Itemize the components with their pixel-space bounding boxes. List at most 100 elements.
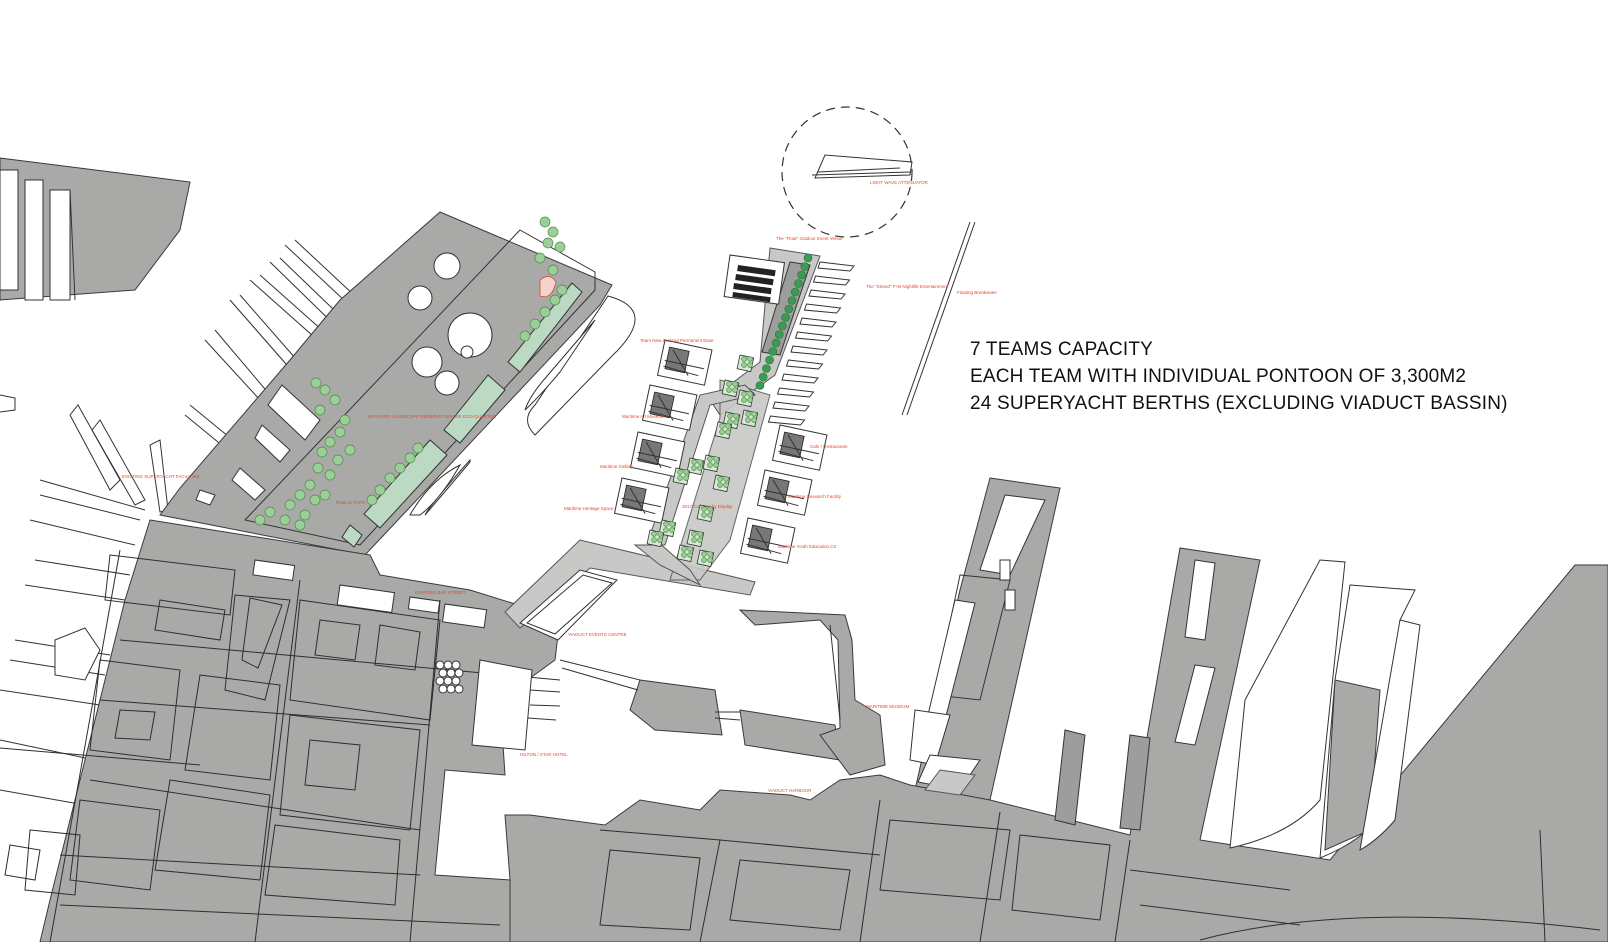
circle-unit: [438, 684, 448, 694]
small-tree: [732, 387, 738, 393]
team-pontoon: [613, 477, 670, 524]
tree: [314, 404, 326, 416]
small-tree: [741, 356, 747, 362]
small-tree: [733, 413, 739, 419]
small-tree: [745, 417, 751, 423]
pier-tree: [803, 253, 813, 263]
small-tree: [677, 475, 683, 481]
circle-unit: [451, 660, 461, 670]
pier-tree: [755, 381, 765, 390]
label-floating-breakwater: Floating Breakwater: [957, 290, 998, 295]
tree: [254, 514, 266, 526]
tree: [284, 499, 296, 511]
label-youth: Maritime Youth Education Ctr: [778, 544, 837, 549]
small-tree: [725, 429, 731, 435]
pier-tree: [781, 313, 790, 322]
superyacht-berth: [767, 415, 806, 426]
caption-line-teams: 7 TEAMS CAPACITY: [970, 339, 1154, 360]
small-tree: [719, 423, 725, 429]
small-tree: [663, 521, 669, 527]
small-tree: [701, 512, 707, 518]
small-tree: [707, 557, 713, 563]
small-tree: [687, 552, 693, 558]
label-nz-base: Team New Zealand Permanent Base: [640, 338, 714, 343]
superyacht-berth: [790, 345, 828, 356]
small-tree: [701, 557, 707, 563]
pontoon-detail: [648, 394, 689, 422]
label-maritime-art: Maritime Art Museum: [622, 414, 665, 419]
small-tree: [707, 506, 713, 512]
small-tree: [723, 482, 729, 488]
superyacht-berth: [781, 373, 819, 384]
tree: [294, 519, 306, 531]
green-squares: [646, 354, 759, 568]
small-tree: [669, 527, 675, 533]
tree: [539, 306, 551, 318]
team-shed: [637, 438, 663, 466]
small-tree: [651, 531, 657, 537]
circle-unit: [438, 668, 448, 678]
label-maritime-museum: MARITIME MUSEUM: [866, 704, 910, 709]
tree: [310, 377, 322, 389]
peninsula-trees: [254, 216, 568, 531]
tree: [534, 252, 546, 264]
wynyard-peninsula: [159, 211, 613, 556]
label-maritime-gallery: Maritime Gallery: [600, 464, 634, 469]
small-tree: [725, 423, 731, 429]
tree: [344, 444, 356, 456]
small-tree: [657, 531, 663, 537]
pier-tree: [800, 262, 810, 271]
maritime-museum-pier: [738, 609, 886, 776]
small-tree: [683, 475, 689, 481]
tree: [304, 479, 316, 491]
team-pontoon: [739, 517, 796, 564]
circle-unit: [443, 676, 453, 686]
small-tree: [691, 465, 697, 471]
tree: [324, 469, 336, 481]
label-the-float: The "Float" Outdoor Event Venue: [776, 236, 843, 241]
small-tree: [713, 456, 719, 462]
tree: [542, 237, 554, 249]
superyacht-berth: [817, 261, 855, 272]
tree: [539, 216, 551, 228]
small-tree: [697, 537, 703, 543]
small-tree: [717, 476, 723, 482]
label-wave-attenuator: LIGHT WAVE ATTENUATOR: [870, 180, 929, 185]
pier-tree: [794, 279, 803, 288]
tree: [339, 414, 351, 426]
pier-tree: [778, 321, 787, 331]
small-tree: [691, 531, 697, 537]
superyacht-berth: [799, 317, 837, 328]
label-cafe: Cafe / Restaurants: [810, 444, 848, 449]
small-tree: [697, 459, 703, 465]
circle-unit: [435, 660, 445, 670]
capacity-caption: 7 TEAMS CAPACITY EACH TEAM WITH INDIVIDU…: [970, 336, 1508, 417]
tree: [374, 484, 386, 496]
small-tree: [741, 397, 747, 403]
pontoon-detail: [746, 527, 787, 555]
small-tree: [726, 387, 732, 393]
tree: [549, 294, 561, 306]
label-the-strand: The "Strand" F+B Nightlife Entertainment: [866, 284, 949, 289]
caption-line-berths: 24 SUPERYACHT BERTHS (EXCLUDING VIADUCT …: [970, 393, 1508, 414]
pontoon-detail: [636, 441, 677, 469]
tree: [309, 494, 321, 506]
team-pontoon: [771, 424, 828, 471]
circle-cluster: [435, 660, 464, 694]
tree: [334, 426, 346, 438]
circle-unit: [446, 684, 456, 694]
label-research: Maritime Research Facility: [788, 494, 842, 499]
team-pontoon: [629, 431, 686, 478]
small-tree: [701, 551, 707, 557]
tree: [394, 462, 406, 474]
tree: [264, 506, 276, 518]
tree: [316, 446, 328, 458]
tree: [519, 330, 531, 342]
tree: [332, 454, 344, 466]
pier-tree: [784, 304, 794, 314]
pier-tree: [787, 296, 797, 305]
small-tree: [697, 531, 703, 537]
pier-tree: [758, 372, 768, 382]
superyacht-berth: [776, 387, 815, 398]
small-tree: [669, 521, 675, 527]
